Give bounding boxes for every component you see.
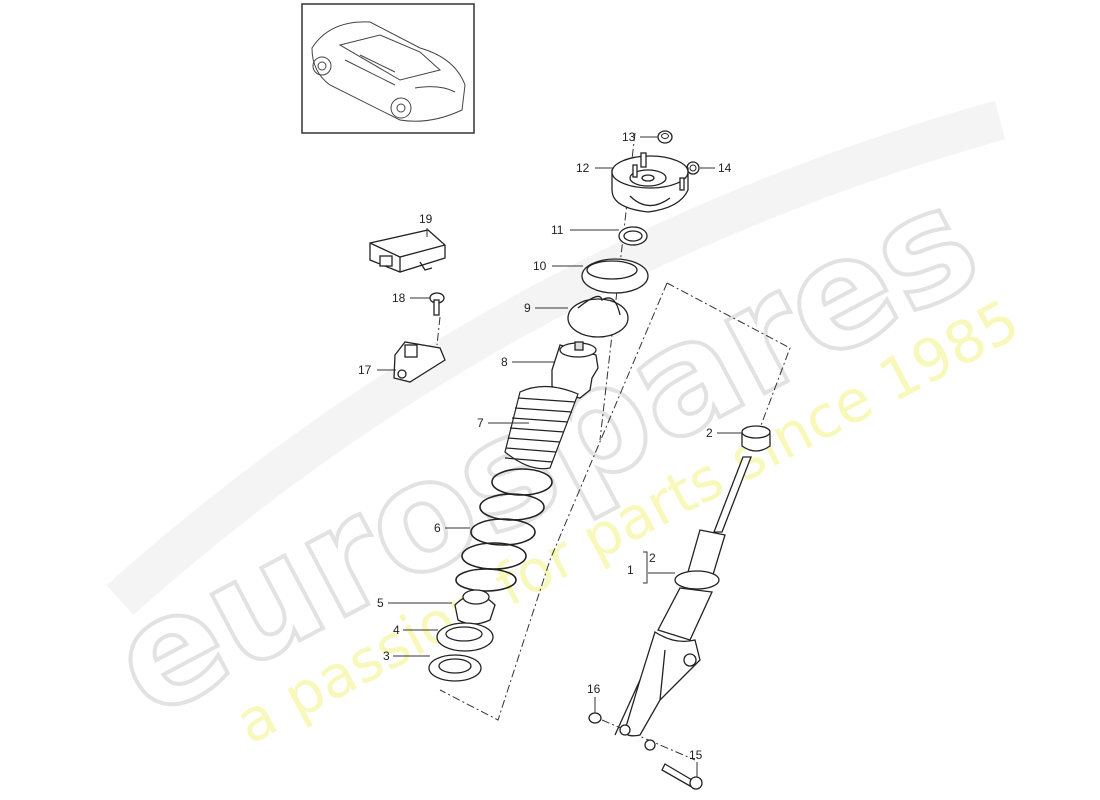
part-3-washer[interactable]	[428, 654, 482, 682]
part-8-bump-stop[interactable]	[551, 341, 599, 399]
part-5-lower-seat[interactable]	[454, 589, 496, 625]
callout-1[interactable]: 1	[627, 563, 634, 577]
vehicle-thumbnail[interactable]	[301, 3, 475, 134]
callout-14[interactable]: 14	[718, 161, 732, 175]
callout-16[interactable]: 16	[587, 682, 601, 696]
leader-lines	[377, 136, 742, 777]
callout-7[interactable]: 7	[477, 416, 484, 430]
callout-19[interactable]: 19	[419, 212, 433, 226]
part-7-dust-boot[interactable]	[504, 385, 579, 470]
callout-5[interactable]: 5	[377, 596, 384, 610]
callout-13[interactable]: 13	[622, 130, 636, 144]
callout-15[interactable]: 15	[689, 748, 703, 762]
part-10-spring-seat[interactable]	[581, 258, 649, 294]
callout-17[interactable]: 17	[358, 363, 372, 377]
callout-3[interactable]: 3	[383, 649, 390, 663]
part-6-coil-spring[interactable]	[455, 468, 553, 592]
part-17-sensor[interactable]	[393, 341, 446, 383]
part-19-control-unit[interactable]	[369, 229, 446, 273]
callout-10[interactable]: 10	[533, 259, 547, 273]
part-15-bolt[interactable]	[661, 763, 703, 790]
callout-6[interactable]: 6	[434, 521, 441, 535]
callout-2[interactable]: 2	[706, 426, 713, 440]
callout-4[interactable]: 4	[393, 623, 400, 637]
part-9-isolator[interactable]	[567, 295, 629, 338]
part-4-washer[interactable]	[436, 622, 494, 652]
car-icon	[311, 21, 466, 122]
part-13-nut[interactable]	[657, 130, 673, 144]
part-16-nut[interactable]	[588, 712, 602, 724]
callout-18[interactable]: 18	[392, 291, 406, 305]
callout-9[interactable]: 9	[524, 301, 531, 315]
part-1-shock-absorber[interactable]	[614, 456, 752, 751]
part-2-cap[interactable]	[741, 425, 771, 452]
callout-12[interactable]: 12	[576, 161, 590, 175]
part-11-ring[interactable]	[618, 226, 648, 246]
part-12-top-mount[interactable]	[611, 152, 689, 213]
part-14-nut[interactable]	[686, 161, 700, 175]
callout-11[interactable]: 11	[551, 223, 564, 237]
callout-labels: 13 14 12 11 10 9 8 7 6 5 4 3 2 1 2 16 15…	[358, 130, 732, 762]
callout-1-sub-2[interactable]: 2	[649, 551, 656, 565]
part-18-bolt[interactable]	[429, 292, 445, 316]
callout-8[interactable]: 8	[501, 355, 508, 369]
